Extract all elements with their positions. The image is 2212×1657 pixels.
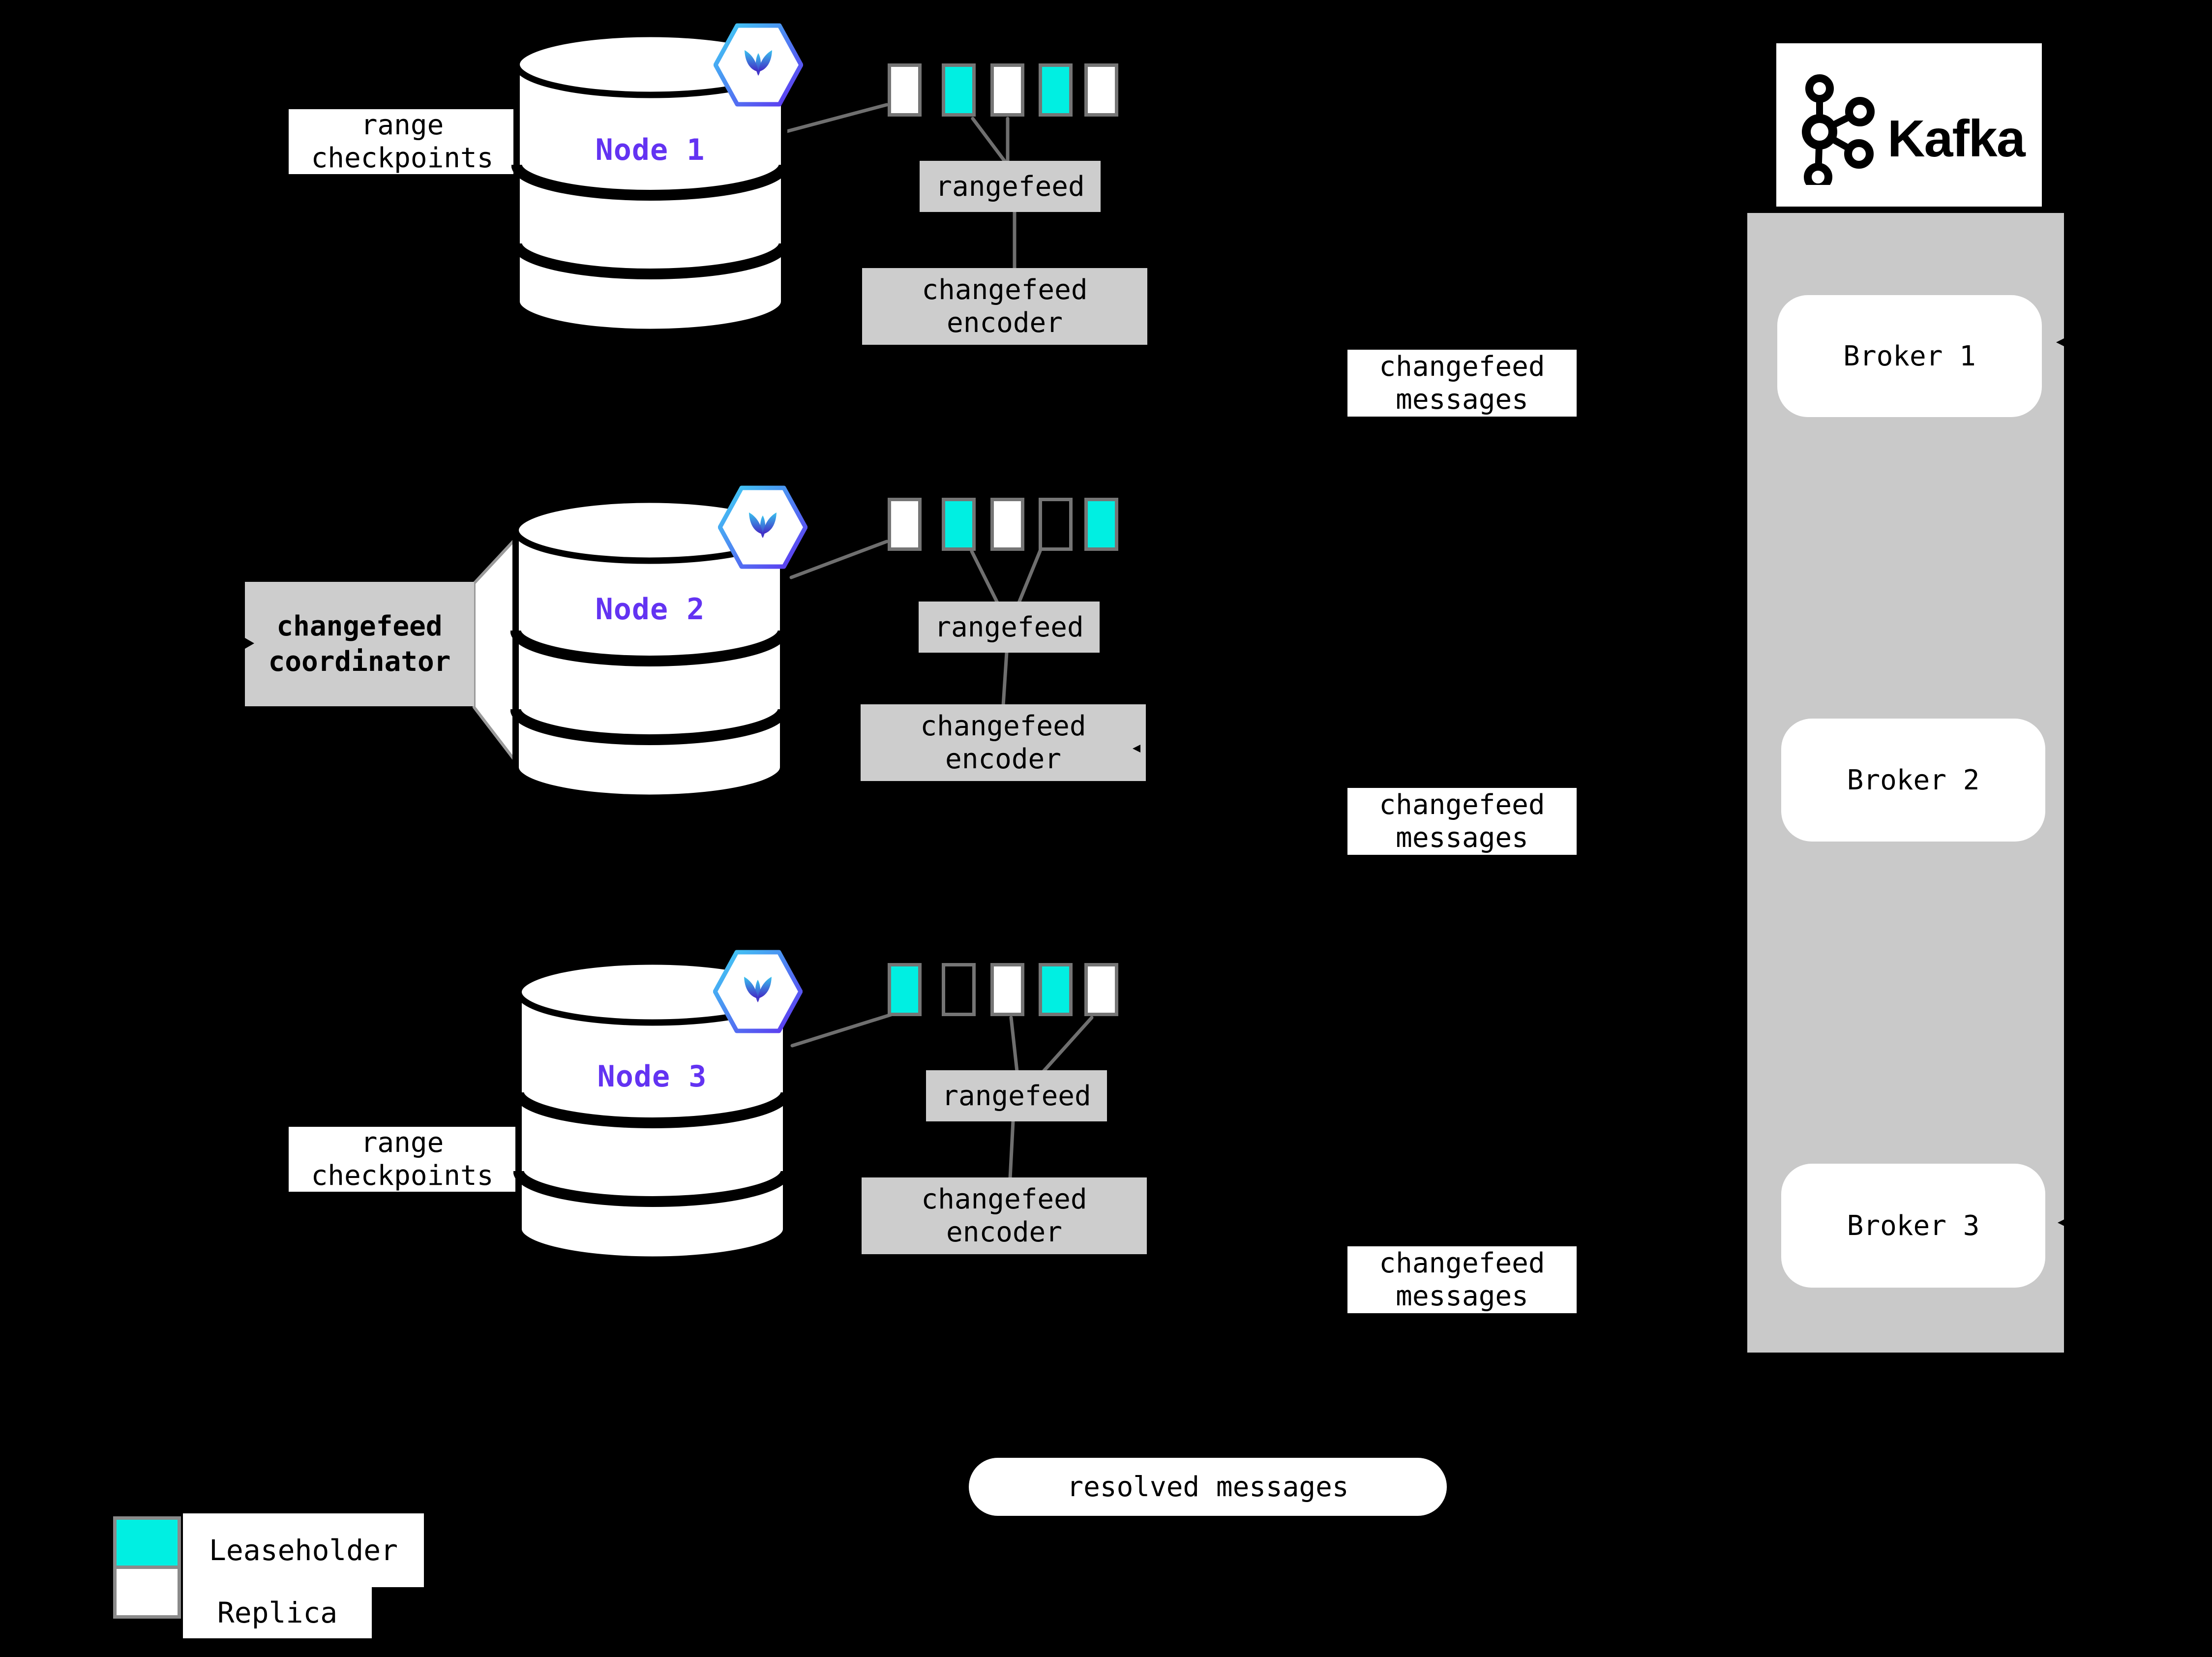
broker-box: Broker 1 [1777,295,2042,417]
changefeed-messages-label: changefeed messages [1347,788,1577,855]
changefeed-messages-label: changefeed messages [1347,1246,1577,1313]
node3-cylinder-icon [513,958,791,1263]
coordinator-callout-ribbon [473,536,516,764]
broker-box: Broker 2 [1781,719,2045,842]
range-square [1084,963,1118,1016]
range-square [1039,963,1073,1016]
range-square [888,963,922,1016]
changefeed-messages-label: changefeed messages [1347,350,1577,417]
range-square [942,498,976,551]
range-square [1084,63,1118,117]
range-checkpoints-line1: range [360,109,444,141]
cockroachdb-logo-icon [714,23,803,107]
cockroachdb-logo-icon [718,485,807,569]
range-square [1084,498,1118,551]
node3-label: Node 3 [597,1059,707,1094]
resolved-messages-pill: resolved messages [969,1458,1447,1516]
kafka-logo-box: Kafka [1776,43,2042,207]
range-square [990,498,1024,551]
changefeed-encoder-box: changefeed encoder [862,268,1147,345]
range-square [888,498,922,551]
range-checkpoints-label-bottom: range checkpoints [289,1127,516,1192]
rangefeed-box: rangefeed [919,602,1100,653]
rangefeed-box: rangefeed [926,1070,1107,1121]
broker-box: Broker 3 [1781,1164,2045,1288]
range-square [990,963,1024,1016]
node2-cylinder-icon [510,496,788,801]
legend-replica-label: Replica [183,1587,372,1638]
range-checkpoints-line2: checkpoints [311,142,494,174]
changefeed-coordinator-box: changefeed coordinator [245,582,474,706]
legend-leaseholder-swatch [113,1516,181,1569]
kafka-logo-icon [1802,74,1875,185]
range-square [1039,498,1073,551]
range-checkpoints-label-top: range checkpoints [289,109,516,174]
range-square [942,963,976,1016]
range-square [888,63,922,117]
changefeed-encoder-box: changefeed encoder [862,1177,1147,1254]
legend-leaseholder-label: Leaseholder [183,1513,424,1587]
rangefeed-box: rangefeed [920,161,1101,212]
range-square [990,63,1024,117]
legend-replica-swatch [113,1566,181,1619]
node1-label: Node 1 [595,133,705,167]
cockroachdb-logo-icon [713,950,803,1033]
kafka-wordmark: Kafka [1887,110,2026,168]
range-square [942,63,976,117]
changefeed-encoder-box: changefeed encoder [861,704,1146,781]
node2-label: Node 2 [595,592,705,627]
range-square [1039,63,1073,117]
